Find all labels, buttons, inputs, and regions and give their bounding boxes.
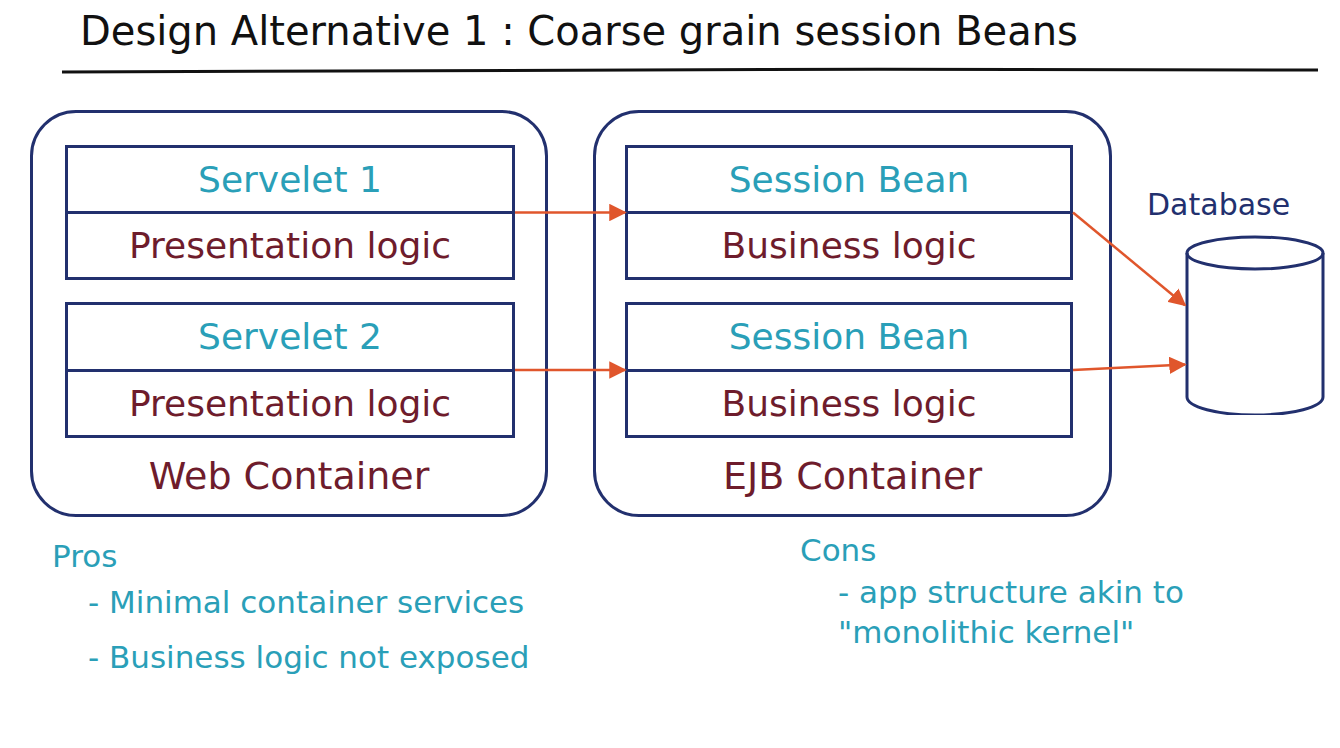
component-role: Business logic [628,372,1070,436]
component-role: Presentation logic [68,372,512,436]
call-arrow [515,211,625,214]
session-bean-box: Session BeanBusiness logic [625,302,1073,438]
component-name: Session Bean [628,305,1070,372]
component-name: Session Bean [628,148,1070,214]
component-role: Presentation logic [68,214,512,277]
servlet-box: Servelet 2Presentation logic [65,302,515,438]
component-name: Servelet 1 [68,148,512,214]
cylinder-outline [1185,235,1325,415]
component-role: Business logic [628,214,1070,277]
list-item: - app structure akin to "monolithic kern… [838,572,1328,653]
web-container: Web ContainerServelet 1Presentation logi… [30,110,548,517]
list-heading: Cons [800,530,1000,570]
ejb-container: EJB ContainerSession BeanBusiness logicS… [593,110,1112,517]
call-arrow [1073,213,1185,306]
list-item: - Minimal container services [88,582,728,622]
database-cylinder: Database [1185,235,1325,415]
list-heading: Pros [52,536,252,576]
servlet-box: Servelet 1Presentation logic [65,145,515,280]
container-name: Web Container [33,454,545,498]
call-arrow [1073,365,1185,370]
title-underline [62,69,1318,72]
list-item: - Business logic not exposed [88,637,728,677]
container-name: EJB Container [596,454,1109,498]
title: Design Alternative 1 : Coarse grain sess… [80,8,1078,54]
component-name: Servelet 2 [68,305,512,372]
session-bean-box: Session BeanBusiness logic [625,145,1073,280]
call-arrow [515,369,625,372]
database-label: Database [1147,187,1290,222]
